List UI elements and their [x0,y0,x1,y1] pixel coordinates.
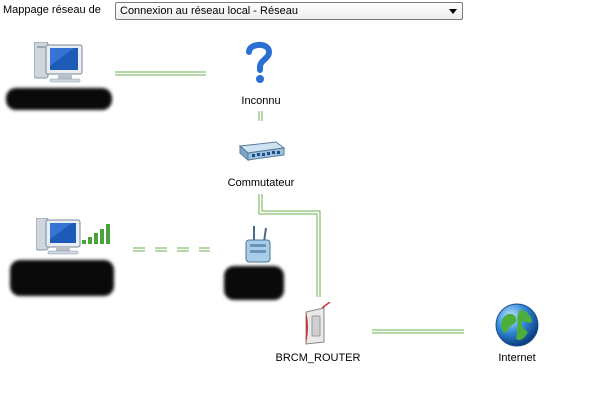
unknown-node[interactable] [244,40,274,87]
computer-icon [33,41,83,83]
switch-icon [238,141,286,162]
switch-node[interactable] [236,138,286,167]
router-label: BRCM_ROUTER [275,352,361,364]
redacted-computer-name [6,88,112,110]
computer-wired-node[interactable] [33,41,86,91]
internet-label: Internet [498,352,536,364]
internet-node[interactable] [494,302,540,351]
network-map-label: Mappage réseau de [3,4,101,16]
redacted-wireless-computer-name [10,260,114,296]
router-icon [305,301,331,345]
chevron-down-icon[interactable] [449,9,457,14]
wireless-access-point-icon [245,226,271,263]
network-select-value: Connexion au réseau local - Réseau [120,5,298,17]
computer-wireless-node[interactable] [35,217,116,263]
switch-label: Commutateur [227,177,295,189]
wireless-computer-icon [35,217,110,255]
router-node[interactable] [300,301,334,349]
unknown-label: Inconnu [241,95,281,107]
link-switch-router [258,194,318,297]
question-mark-icon [246,41,273,83]
access-point-node[interactable] [240,224,276,269]
globe-icon [495,303,539,347]
network-select[interactable]: Connexion au réseau local - Réseau [115,2,463,20]
redacted-access-point-name [224,266,284,300]
